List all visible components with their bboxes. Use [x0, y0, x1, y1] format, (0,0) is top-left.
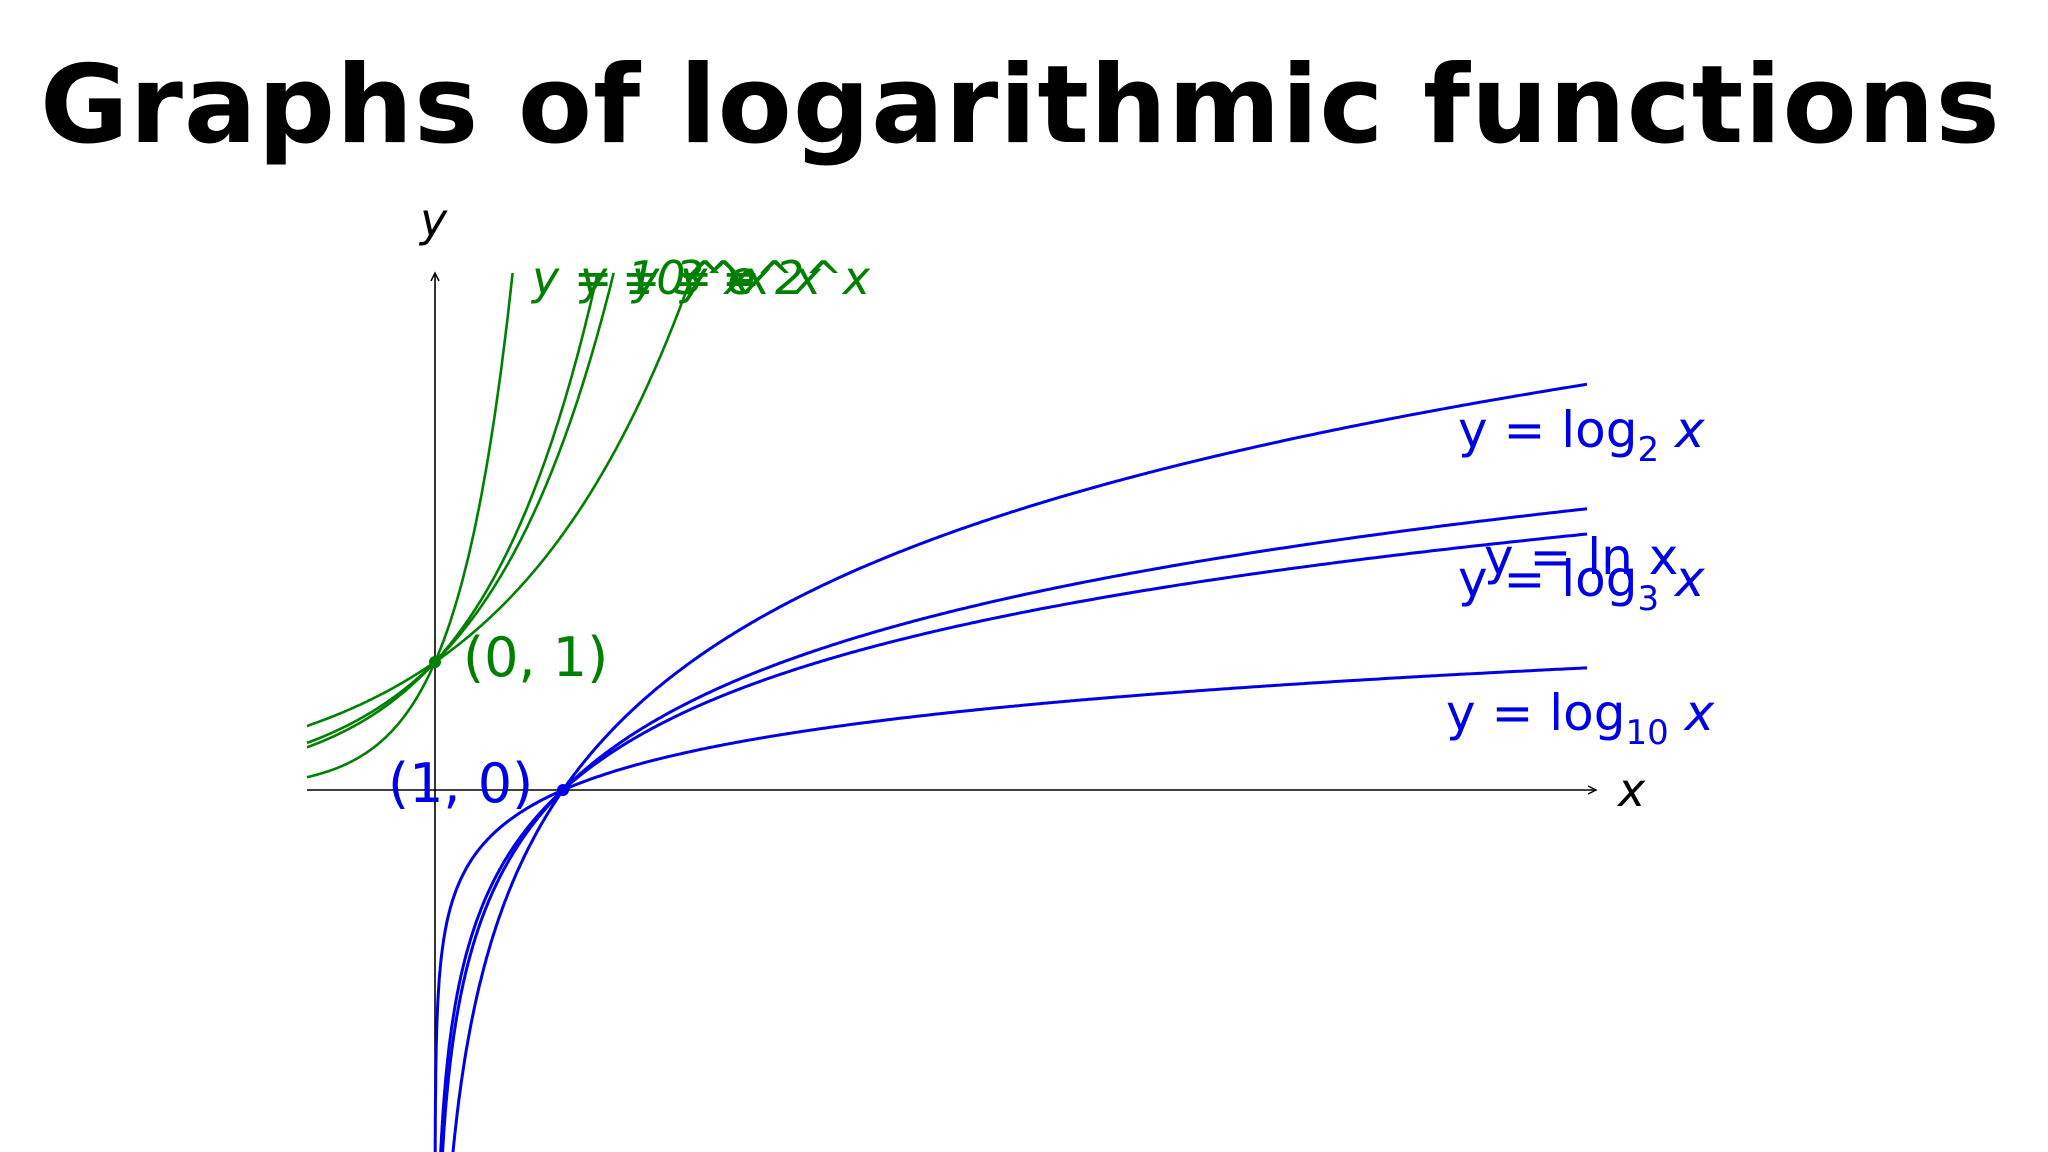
series-line-exp-3 [306, 272, 514, 779]
label-y-log3-x-sub: 3 [1638, 579, 1660, 619]
label-point-1-0: (1, 0) [388, 752, 533, 815]
x-axis-label: x [1616, 763, 1646, 817]
label-y-ln-x: y = ln x [1484, 528, 1678, 586]
label-y-log10-x: y = log10 x [1446, 684, 1715, 753]
label-y-10-x: y = 10^x [530, 251, 752, 305]
points [429, 656, 569, 796]
label-y-log3-x-main: y = log [1458, 550, 1638, 608]
label-y-log10-x-sub: 10 [1626, 713, 1669, 753]
label-y-e-x: y = e^x [630, 251, 822, 305]
label-point-0-1: (0, 1) [463, 626, 608, 689]
series-line-log-7 [433, 666, 1588, 1152]
series-line-exp-2 [306, 272, 599, 749]
series-line-exp-1 [306, 272, 615, 745]
label-y-log10-x-var: x [1669, 684, 1715, 742]
series-line-log-4 [451, 382, 1588, 1152]
series-line-exp-0 [306, 272, 695, 728]
label-y-log2-x-var: x [1659, 401, 1705, 459]
label-y-log2-x: y = log2 x [1458, 401, 1705, 470]
series-line-log-6 [439, 532, 1588, 1152]
label-y-log10-x-main: y = log [1446, 684, 1626, 742]
point-1-0 [557, 784, 569, 796]
axes: x y [307, 193, 1646, 1152]
point-0-1 [429, 656, 441, 668]
label-y-log2-x-main: y = log [1458, 401, 1638, 459]
label-y-2-x: y = 2^x [678, 251, 871, 305]
labels: y = 10^x y = 3^x y = e^x y = 2^x (0, 1) … [388, 251, 1715, 815]
label-y-log3-x: y = log3 x [1458, 550, 1705, 619]
curves [306, 272, 1588, 1152]
label-y-3-x: y = 3^x [578, 251, 771, 305]
y-axis-label: y [418, 193, 448, 247]
page-title: Graphs of logarithmic functions [40, 43, 2001, 168]
series-line-log-5 [441, 507, 1588, 1152]
label-y-log2-x-sub: 2 [1638, 430, 1660, 470]
label-y-log3-x-var: x [1659, 550, 1705, 608]
